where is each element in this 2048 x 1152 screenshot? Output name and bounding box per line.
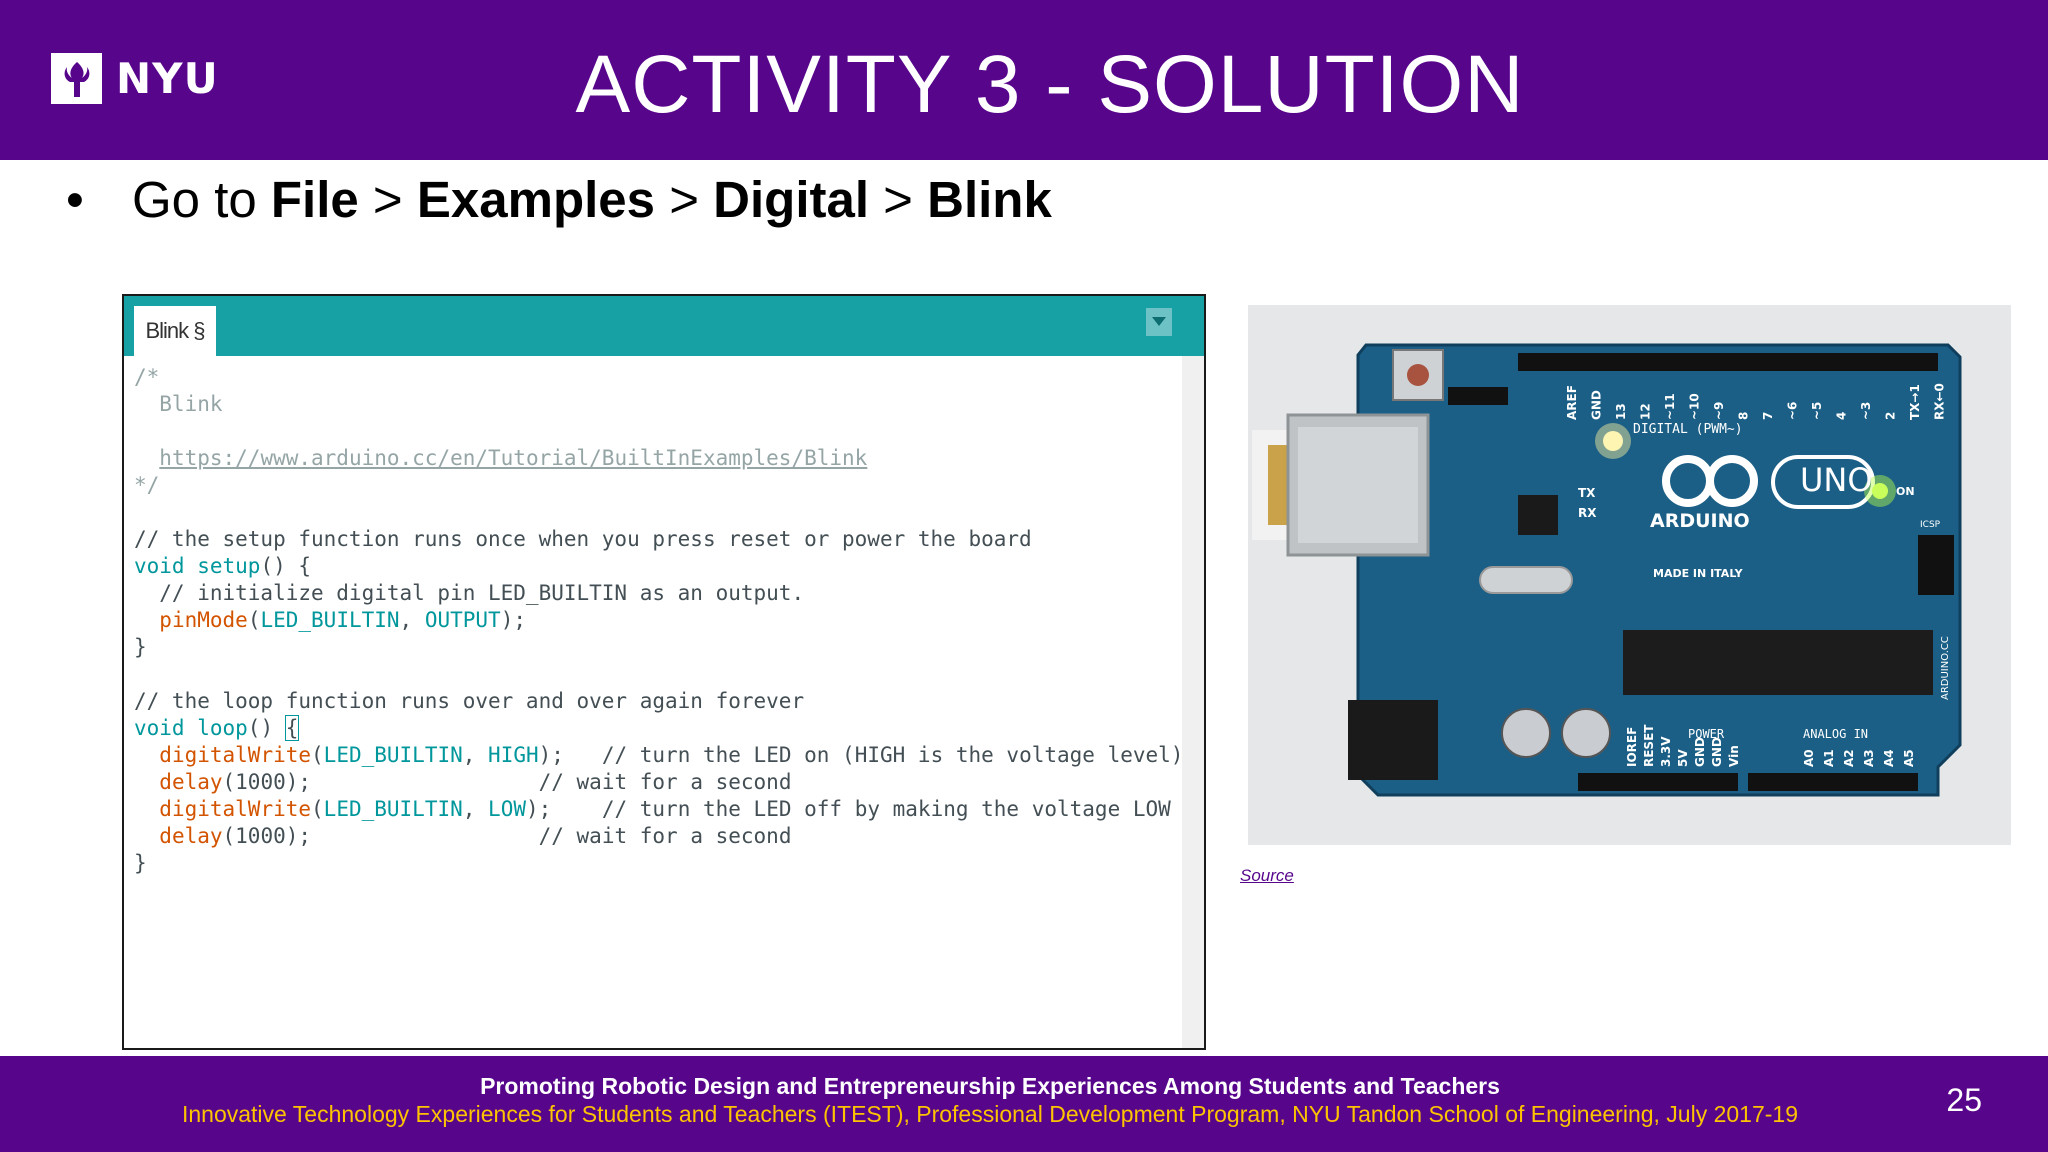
side-label: ARDUINO.CC xyxy=(1940,636,1951,700)
code-line: */ xyxy=(134,473,160,497)
made-in-label: MADE IN ITALY xyxy=(1653,567,1744,580)
code-line: // initialize digital pin LED_BUILTIN as… xyxy=(134,581,805,605)
tutorial-link[interactable]: https://www.arduino.cc/en/Tutorial/Built… xyxy=(159,446,868,470)
instruction-prefix: Go to xyxy=(132,171,271,228)
pin-label: ~5 xyxy=(1810,402,1824,420)
step-file: File xyxy=(270,171,359,228)
brand-label: ARDUINO xyxy=(1650,510,1750,532)
pin-label: ~6 xyxy=(1786,402,1800,420)
pin-label: 5V xyxy=(1676,749,1690,767)
code-line: } xyxy=(134,635,147,659)
pin-label: ~11 xyxy=(1663,393,1677,420)
pin-label: A2 xyxy=(1842,749,1856,767)
pin-label: A0 xyxy=(1802,749,1816,767)
code-line: delay(1000); // wait for a second xyxy=(159,770,792,794)
code-line: /* xyxy=(134,365,160,389)
code-line: void loop() { xyxy=(134,715,300,741)
bullet: • xyxy=(66,171,84,228)
pin-label: A3 xyxy=(1862,749,1876,767)
rx-label: RX xyxy=(1578,506,1597,520)
pin-label: A1 xyxy=(1822,749,1836,767)
separator: > xyxy=(869,171,928,228)
analog-pin-labels: A0 A1 A2 A3 A4 A5 xyxy=(1802,749,1916,767)
code-line: digitalWrite(LED_BUILTIN, HIGH); // turn… xyxy=(159,743,1184,767)
pin-label: TX→1 xyxy=(1908,384,1922,420)
pin-label: 8 xyxy=(1737,412,1751,420)
code-line: } xyxy=(134,851,147,875)
code-line: digitalWrite(LED_BUILTIN, LOW); // turn … xyxy=(159,797,1171,821)
code-line: https://www.arduino.cc/en/Tutorial/Built… xyxy=(134,443,867,473)
nyu-logo: NYU xyxy=(51,53,219,104)
header-bar xyxy=(0,0,2048,160)
pin-label: ~3 xyxy=(1859,402,1873,420)
pin-label: 4 xyxy=(1835,412,1849,420)
editor-scrollbar[interactable] xyxy=(1182,356,1204,1048)
pin-label: GND xyxy=(1693,737,1707,767)
footer-bar xyxy=(0,1056,2048,1152)
code-line: // the loop function runs over and over … xyxy=(134,689,805,713)
pin-label: RESET xyxy=(1642,724,1656,767)
text-cursor: { xyxy=(284,715,300,741)
pin-label: 7 xyxy=(1761,412,1775,420)
step-examples: Examples xyxy=(416,171,656,228)
pin-label: 13 xyxy=(1614,403,1628,420)
pin-label: GND xyxy=(1710,737,1724,767)
step-digital: Digital xyxy=(713,171,870,228)
header-pin-labels: AREF GND 13 12 ~11 ~10 ~9 8 7 ~6 ~5 4 ~3 2 TX→1 RX←0 xyxy=(1565,383,1947,420)
on-label: ON xyxy=(1896,485,1915,498)
code-line: delay(1000); // wait for a second xyxy=(159,824,792,848)
separator: > xyxy=(358,171,417,228)
pin-label: Vin xyxy=(1727,745,1741,767)
pin-label: AREF xyxy=(1565,385,1579,420)
code-line: pinMode(LED_BUILTIN, OUTPUT); xyxy=(159,608,526,632)
tx-label: TX xyxy=(1578,486,1596,500)
ide-tab-blink[interactable]: Blink § xyxy=(134,306,216,356)
ide-screenshot: Blink § /* Blink https://www.arduino.cc/… xyxy=(122,294,1206,1050)
pin-label: RX←0 xyxy=(1933,383,1947,420)
source-link[interactable]: Source xyxy=(1240,866,1294,885)
pin-label: 2 xyxy=(1884,412,1898,420)
icsp-label: ICSP xyxy=(1920,520,1941,530)
pin-label: 12 xyxy=(1639,403,1653,420)
pin-label: A5 xyxy=(1902,749,1916,767)
digital-label: DIGITAL (PWM~) xyxy=(1633,422,1743,437)
torch-icon xyxy=(51,53,102,104)
pin-label: ~10 xyxy=(1688,393,1702,420)
ide-tab-bar: Blink § xyxy=(124,296,1204,356)
uno-label: UNO xyxy=(1800,461,1873,499)
code-editor[interactable]: /* Blink https://www.arduino.cc/en/Tutor… xyxy=(124,356,1184,1048)
power-label: POWER xyxy=(1688,727,1725,741)
arduino-board-photo: DIGITAL (PWM~) UNO ARDUINO ON TX RX MADE… xyxy=(1248,305,2011,845)
arduino-uno-illustration: DIGITAL (PWM~) UNO ARDUINO ON TX RX MADE… xyxy=(1248,305,2011,845)
pin-label: ~9 xyxy=(1712,402,1726,420)
separator: > xyxy=(655,171,714,228)
footer-line-1: Promoting Robotic Design and Entrepreneu… xyxy=(480,1073,1500,1099)
pin-label: A4 xyxy=(1882,749,1896,767)
code-line: void setup() { xyxy=(134,554,312,578)
code-line: // the setup function runs once when you… xyxy=(134,527,1032,551)
pin-label: GND xyxy=(1590,390,1604,420)
slide-title: ACTIVITY 3 - SOLUTION xyxy=(575,39,1525,130)
footer-line-2: Innovative Technology Experiences for St… xyxy=(181,1101,1799,1127)
code-line: Blink xyxy=(134,392,223,416)
analog-label: ANALOG IN xyxy=(1803,727,1868,741)
tab-menu-button[interactable] xyxy=(1146,308,1172,336)
logo-text: NYU xyxy=(116,54,219,103)
instruction-line: • Go to File > Examples > Digital > Blink xyxy=(66,170,1052,229)
page-number: 25 xyxy=(1946,1082,1982,1118)
chevron-down-icon xyxy=(1152,317,1166,326)
pin-label: IOREF xyxy=(1625,727,1639,767)
pin-label: 3.3V xyxy=(1659,736,1673,767)
step-blink: Blink xyxy=(927,171,1052,228)
